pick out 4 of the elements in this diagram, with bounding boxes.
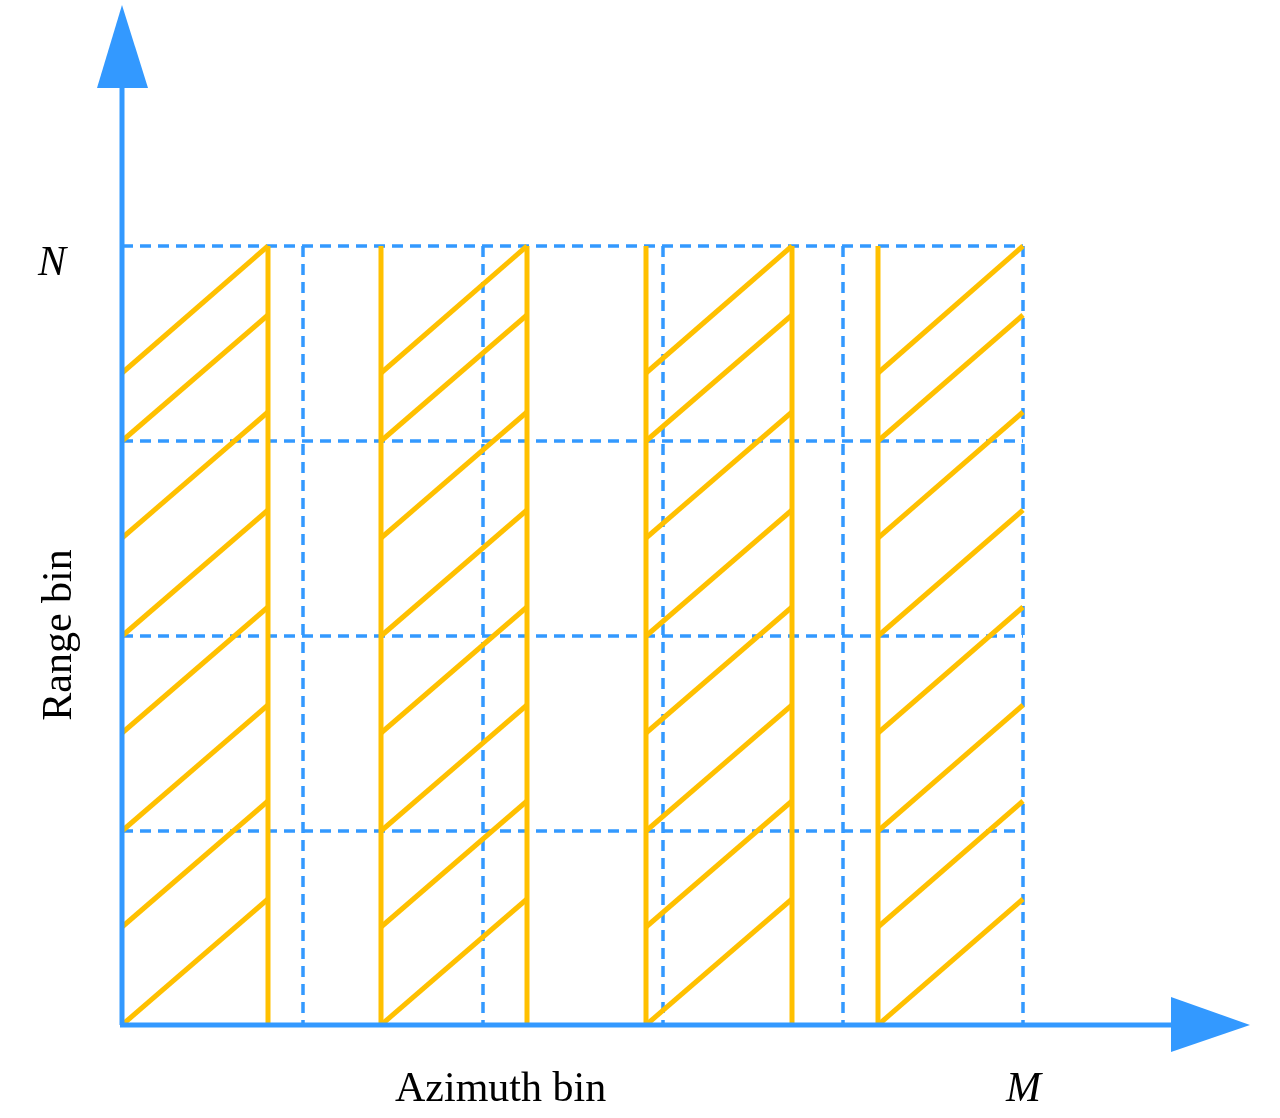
axis-label: Azimuth bin [395, 1066, 607, 1108]
axis-label: Range bin [35, 549, 78, 721]
axis-label: N [38, 240, 66, 282]
axis-label: M [1006, 1066, 1041, 1108]
